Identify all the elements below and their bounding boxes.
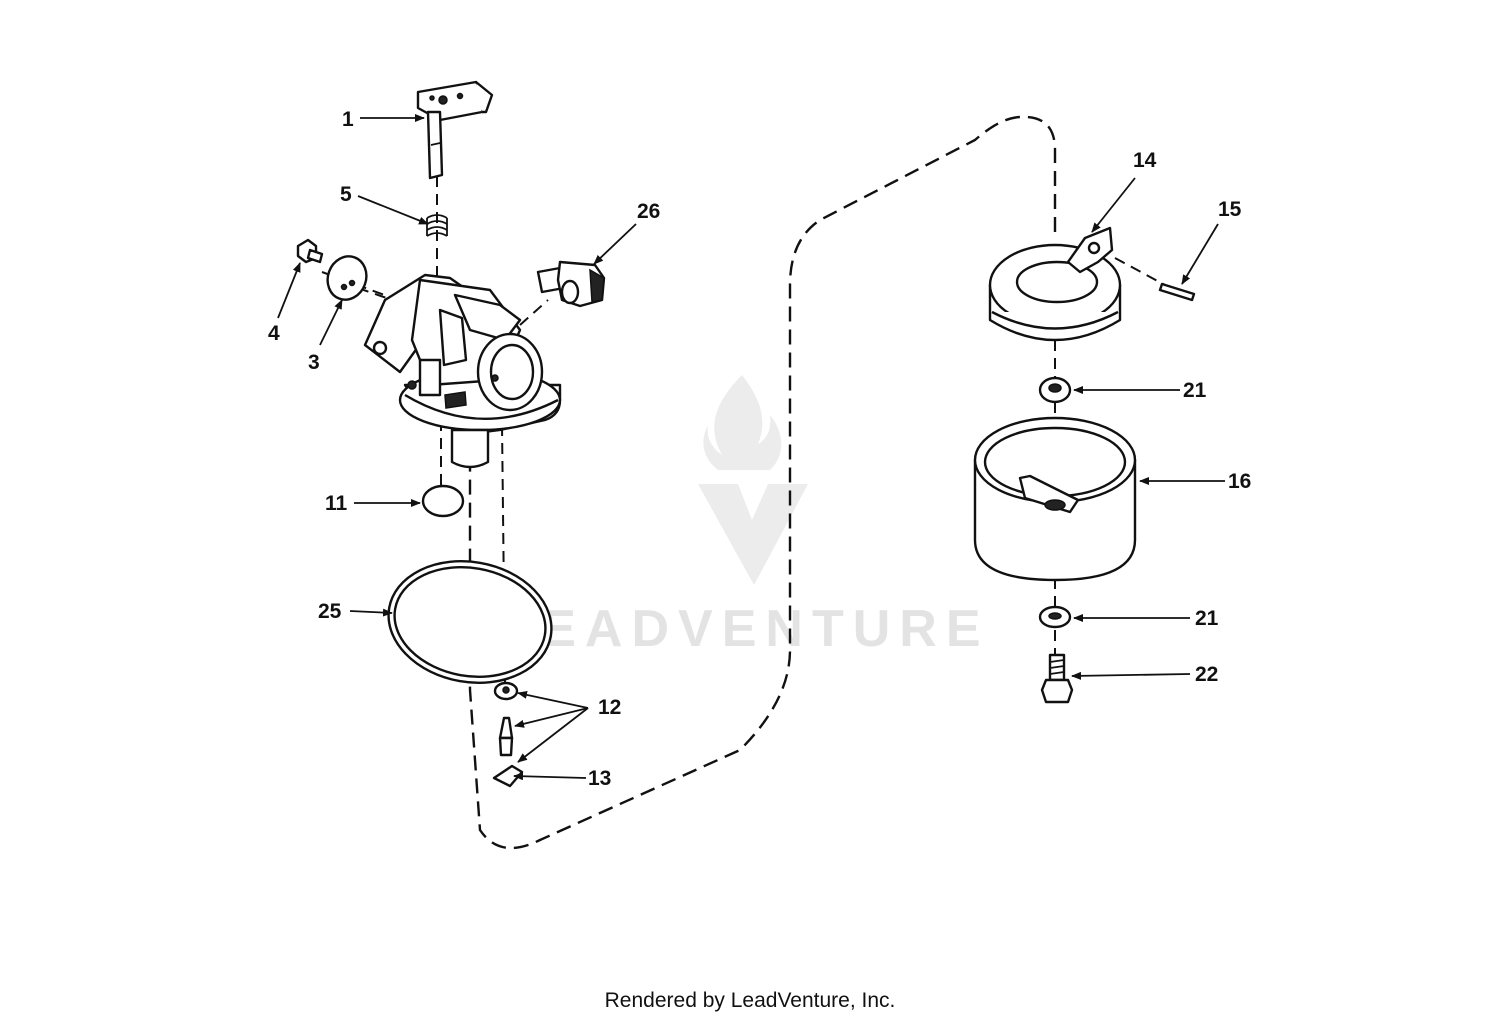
- part-bowl-gasket: [387, 560, 553, 684]
- leader-lines: [277, 114, 1225, 781]
- callout-14: 14: [1133, 149, 1157, 172]
- callout-16: 16: [1228, 470, 1251, 493]
- part-float: [988, 226, 1122, 342]
- callout-3: 3: [308, 351, 320, 374]
- callout-4: 4: [268, 322, 280, 345]
- callout-1: 1: [342, 108, 354, 131]
- part-screw: [296, 238, 324, 264]
- watermark-logo: [698, 375, 808, 585]
- callout-12: 12: [598, 696, 621, 719]
- part-fuel-elbow: [536, 260, 606, 308]
- part-welch-plug: [421, 484, 465, 518]
- watermark-text: LEADVENTURE: [500, 600, 989, 658]
- callout-22: 22: [1195, 663, 1218, 686]
- part-needle-clip: [492, 764, 524, 788]
- assembly-path-line: [468, 115, 1057, 850]
- callout-5: 5: [340, 183, 352, 206]
- part-carburetor-body: [363, 273, 562, 469]
- callout-25: 25: [318, 600, 342, 623]
- callout-21-upper: 21: [1183, 379, 1207, 402]
- part-gasket-lower: [1038, 605, 1072, 629]
- callout-15: 15: [1218, 198, 1242, 221]
- part-gasket-upper: [1038, 376, 1072, 404]
- part-float-bowl: [973, 416, 1137, 582]
- part-inlet-needle-seat: [493, 681, 519, 757]
- part-bowl-nut: [1040, 653, 1074, 704]
- callout-13: 13: [588, 767, 611, 790]
- callout-21-lower: 21: [1195, 607, 1219, 630]
- part-throttle-plate: [326, 255, 368, 301]
- callout-11: 11: [325, 492, 348, 515]
- footer-credit: Rendered by LeadVenture, Inc.: [605, 989, 896, 1012]
- part-throttle-shaft: [416, 80, 494, 180]
- callout-26: 26: [637, 200, 660, 223]
- part-float-pin: [1158, 282, 1196, 302]
